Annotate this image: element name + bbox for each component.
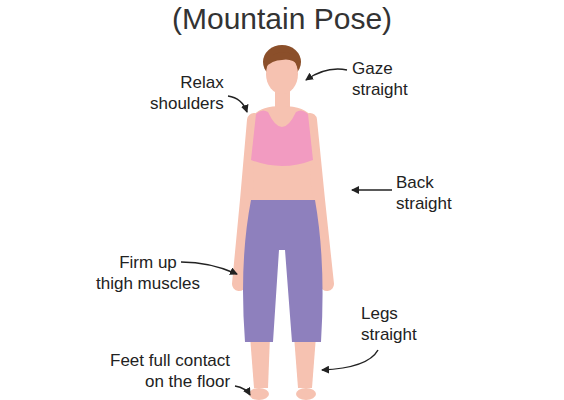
right-leg [294,336,316,388]
leader-arrow [306,69,347,80]
leader-lines [181,69,392,395]
callout-label: Back straight [396,172,452,214]
woman-figure [239,45,327,400]
hair-fringe [265,52,299,68]
right-foot [296,388,316,400]
leader-arrow [235,386,250,395]
leader-arrow [322,350,378,370]
left-foot [249,388,269,400]
callout-label: Firm up thigh muscles [96,252,200,294]
callout-label: Relax shoulders [150,72,224,114]
callout-label: Legs straight [361,303,417,345]
leader-arrow [228,96,247,112]
leader-arrow [352,189,392,191]
pose-title: (Mountain Pose) [172,2,392,36]
left-leg [250,336,270,388]
torso [250,106,316,205]
sports-top [251,110,313,166]
callout-label: Gaze straight [352,58,408,100]
leader-arrow [181,262,237,274]
callout-label: Feet full contact on the floor [110,350,230,392]
pants [243,200,323,342]
